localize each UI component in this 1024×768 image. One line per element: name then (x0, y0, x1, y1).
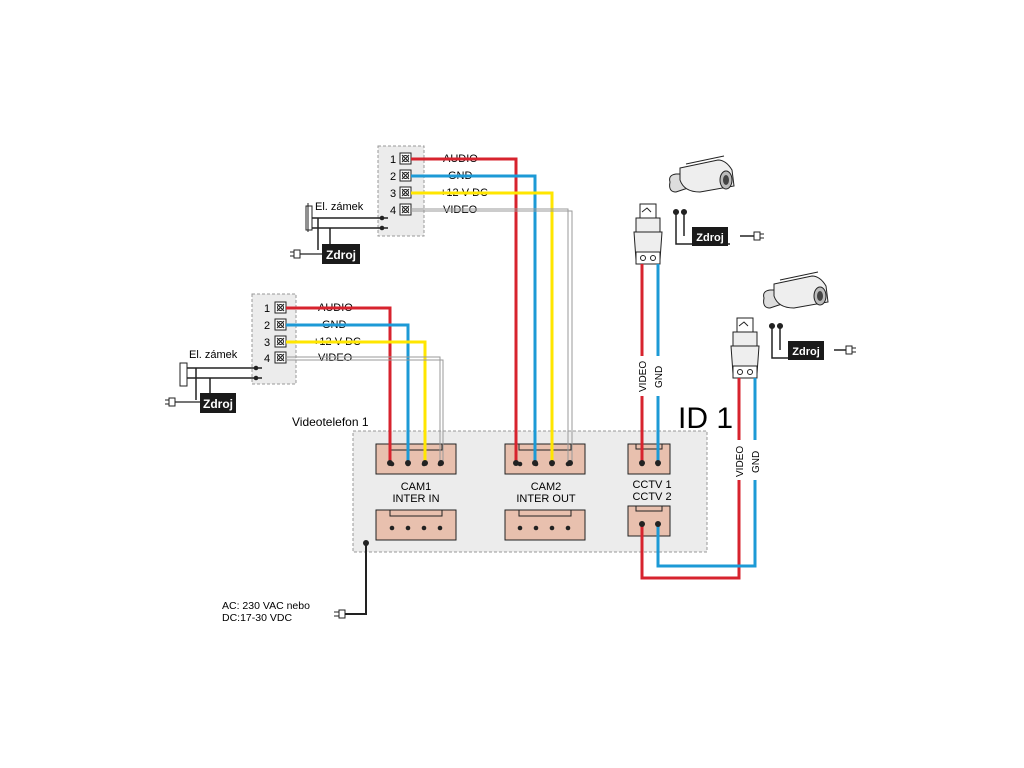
dp1-power-plug-icon (290, 249, 322, 259)
inter-out-label: INTER OUT (516, 493, 576, 505)
cam2-wire-label-bg (730, 440, 764, 480)
cam2-zdroj-label: Zdroj (792, 346, 820, 358)
cctv2-conn-dots (639, 521, 661, 527)
camera-1-icon (669, 155, 735, 193)
connector-cctv1 (627, 443, 671, 475)
cam1-label: CAM1 (401, 481, 432, 493)
connector-cam1-bottom (375, 509, 457, 541)
bnc-connector-2 (730, 317, 760, 379)
dp2-t1-num: 1 (264, 303, 270, 315)
cam1-zdroj-label: Zdroj (696, 232, 724, 244)
cam2-label: CAM2 (531, 481, 562, 493)
dp2-video-label: VIDEO (318, 352, 353, 364)
dp1-t3-num: 3 (390, 188, 396, 200)
dp2-zdroj-label: Zdroj (203, 397, 233, 411)
dp1-zdroj-box (322, 244, 360, 264)
id-label: ID 1 (678, 402, 733, 435)
cam2-video-label: VIDEO (735, 446, 746, 477)
connector-cam1 (375, 443, 457, 475)
door-lock-icon (305, 203, 388, 250)
connector-cctv2 (627, 505, 671, 537)
dp1-wires (411, 157, 573, 463)
power-note-line2: DC:17-30 VDC (222, 612, 292, 624)
dp2-t2-num: 2 (264, 320, 270, 332)
cctv1-conn-dots (639, 460, 661, 466)
connector-cam2-bottom (504, 509, 586, 541)
dp1-t1-num: 1 (390, 154, 396, 166)
cam1-video-label: VIDEO (638, 361, 649, 392)
door-panel-1-terminals (399, 152, 412, 216)
cam2-gnd-label: GND (751, 451, 762, 473)
cctv1-label: CCTV 1 (632, 479, 671, 491)
cctv2-label: CCTV 2 (632, 491, 671, 503)
door-lock-icon-2 (179, 362, 262, 400)
bnc-connector-1 (633, 203, 663, 265)
connector-cam2 (504, 443, 586, 475)
dp2-lock-label: El. zámek (189, 349, 238, 361)
dp2-zdroj-box (200, 393, 236, 413)
dp1-conn-dots (513, 460, 573, 466)
inter-in-label: INTER IN (392, 493, 439, 505)
dp2-t4-num: 4 (264, 353, 270, 365)
cam1-wire-label-bg (634, 356, 668, 396)
dp2-wires (286, 306, 444, 463)
dp1-video-label: VIDEO (443, 204, 478, 216)
dp2-t3-num: 3 (264, 337, 270, 349)
dp2-conn-dots (387, 460, 444, 466)
power-note-line1: AC: 230 VAC nebo (222, 600, 310, 612)
dp1-t4-num: 4 (390, 205, 396, 217)
dp1-t2-num: 2 (390, 171, 396, 183)
cam1-plug-icon (753, 231, 764, 241)
cam2-zdroj-box (788, 341, 824, 360)
dp2-power-plug-icon (165, 397, 200, 407)
dp1-lock-label: El. zámek (315, 201, 364, 213)
camera-2-icon (763, 271, 829, 309)
cam1-zdroj-box (692, 227, 728, 246)
cam1-gnd-label: GND (654, 366, 665, 388)
main-power-cable (334, 540, 369, 619)
dp1-zdroj-label: Zdroj (326, 248, 356, 262)
cam2-plug-icon (845, 345, 856, 355)
videophone-label: Videotelefon 1 (292, 415, 369, 429)
